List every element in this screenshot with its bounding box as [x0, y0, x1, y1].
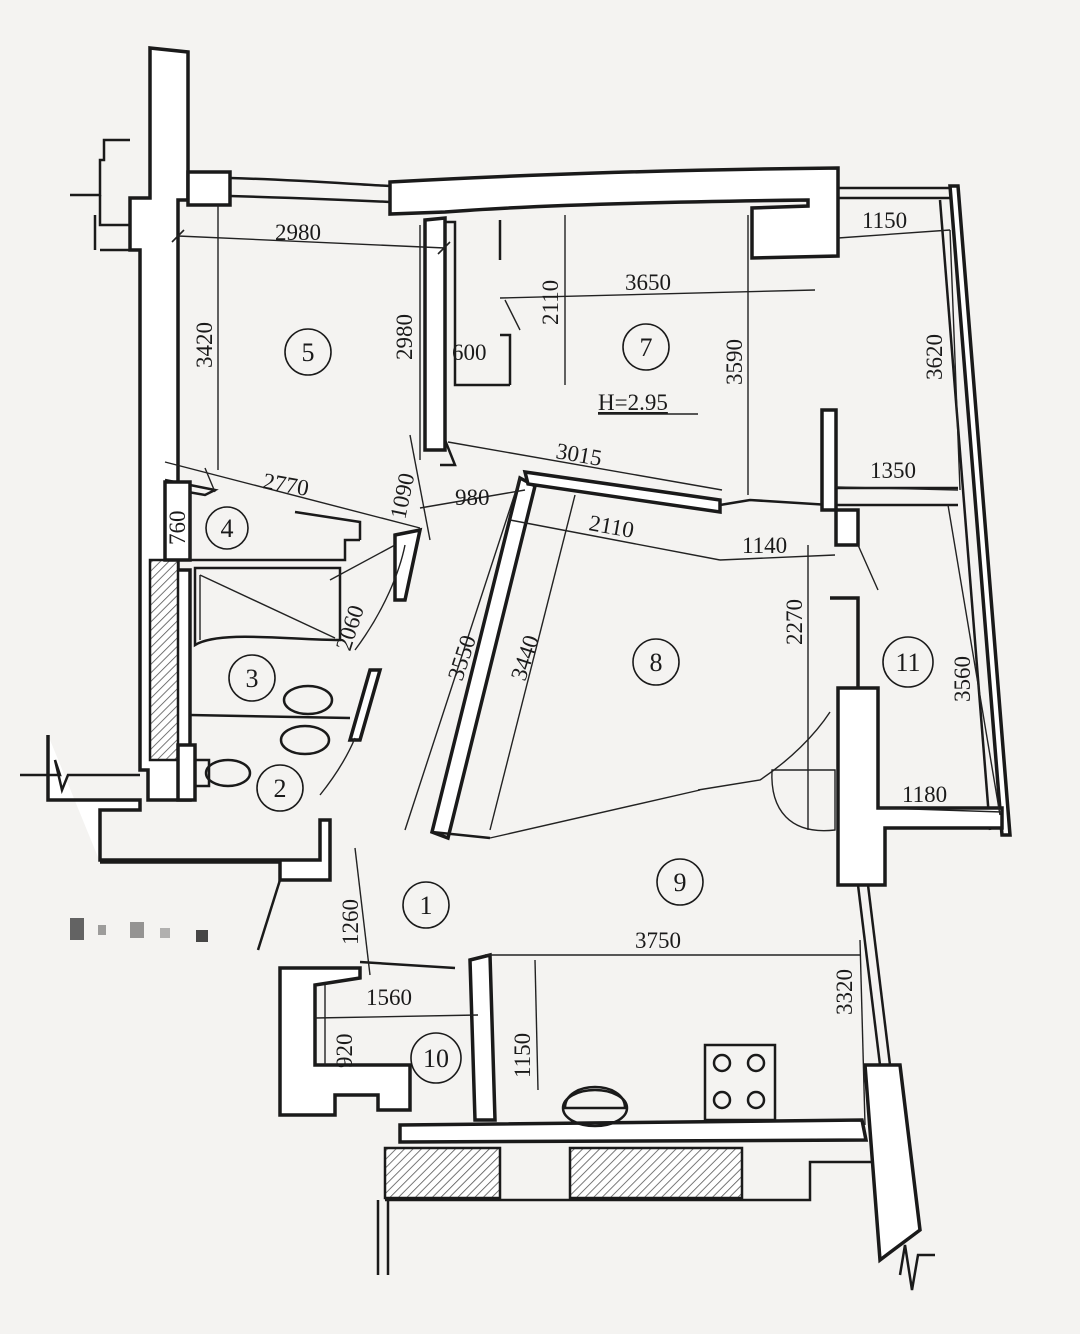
room-1: 1 — [402, 881, 450, 929]
dim-1260: 1260 — [338, 899, 363, 945]
svg-text:11: 11 — [895, 648, 920, 677]
bottom-wall-hatch-right — [568, 1146, 744, 1200]
toilet-icon — [193, 758, 252, 788]
dim-1150-bottom: 1150 — [510, 1033, 535, 1078]
dim-1150-top: 1150 — [862, 208, 907, 233]
left-wall-hatch — [148, 558, 180, 762]
dim-1090: 1090 — [385, 471, 419, 521]
dim-3590: 3590 — [722, 339, 747, 385]
dim-980: 980 — [455, 485, 490, 510]
kitchen-sink-icon — [561, 1085, 629, 1128]
room-9: 9 — [656, 858, 704, 906]
dim-3560: 3560 — [950, 656, 975, 702]
svg-text:3: 3 — [246, 664, 259, 693]
dimension-lines — [164, 205, 1003, 1126]
top-wall — [186, 166, 1012, 837]
fixtures — [193, 566, 777, 1128]
left-exterior-wall — [70, 46, 192, 802]
room-11: 11 — [882, 636, 934, 688]
dim-3440: 3440 — [506, 632, 544, 683]
svg-text:5: 5 — [302, 338, 315, 367]
room-7: 7 — [622, 323, 670, 371]
dim-2980-side: 2980 — [392, 314, 417, 360]
svg-text:7: 7 — [640, 333, 653, 362]
dim-3620: 3620 — [922, 334, 947, 380]
dim-3320: 3320 — [832, 969, 857, 1015]
stove-icon — [703, 1043, 777, 1122]
dim-3650: 3650 — [625, 270, 671, 295]
svg-text:1: 1 — [420, 891, 433, 920]
dim-3015: 3015 — [554, 438, 604, 471]
left-lower-wall — [20, 735, 332, 951]
bottom-wall-hatch-left — [383, 1146, 502, 1200]
dim-1560: 1560 — [366, 985, 412, 1010]
room-8: 8 — [632, 638, 680, 686]
room-3: 3 — [228, 654, 276, 702]
dim-1180: 1180 — [902, 782, 947, 807]
dim-2110-mid: 2110 — [587, 510, 636, 542]
room-2: 2 — [256, 764, 304, 812]
dim-3750: 3750 — [635, 928, 681, 953]
svg-text:8: 8 — [650, 648, 663, 677]
ceiling-height-label: H=2.95 — [598, 390, 668, 415]
room-5: 5 — [284, 328, 332, 376]
svg-text:10: 10 — [423, 1044, 449, 1073]
dim-920: 920 — [332, 1034, 357, 1069]
interior-walls — [163, 216, 1004, 1291]
dim-2110-top: 2110 — [538, 280, 563, 325]
dim-2770: 2770 — [261, 468, 311, 501]
dim-2980-top: 2980 — [275, 220, 321, 245]
dim-1350: 1350 — [870, 458, 916, 483]
dim-2060: 2060 — [331, 602, 369, 653]
dimension-labels: 2980 3420 2980 600 2110 3650 3590 1150 3… — [165, 208, 975, 1078]
dim-760: 760 — [165, 511, 190, 546]
svg-text:9: 9 — [674, 868, 687, 897]
room-4: 4 — [205, 506, 249, 550]
dim-3420: 3420 — [192, 322, 217, 368]
sink-icon — [279, 684, 334, 756]
shower-icon — [193, 566, 342, 648]
room-10: 10 — [410, 1032, 462, 1084]
dim-1140: 1140 — [742, 533, 787, 558]
door-swings — [204, 299, 879, 839]
dim-2270: 2270 — [782, 599, 807, 645]
dim-600: 600 — [452, 340, 487, 365]
svg-text:2: 2 — [274, 774, 287, 803]
svg-text:4: 4 — [221, 514, 234, 543]
room-labels: 1 2 3 4 5 7 8 9 — [205, 323, 934, 1084]
redacted-mark — [70, 918, 208, 942]
